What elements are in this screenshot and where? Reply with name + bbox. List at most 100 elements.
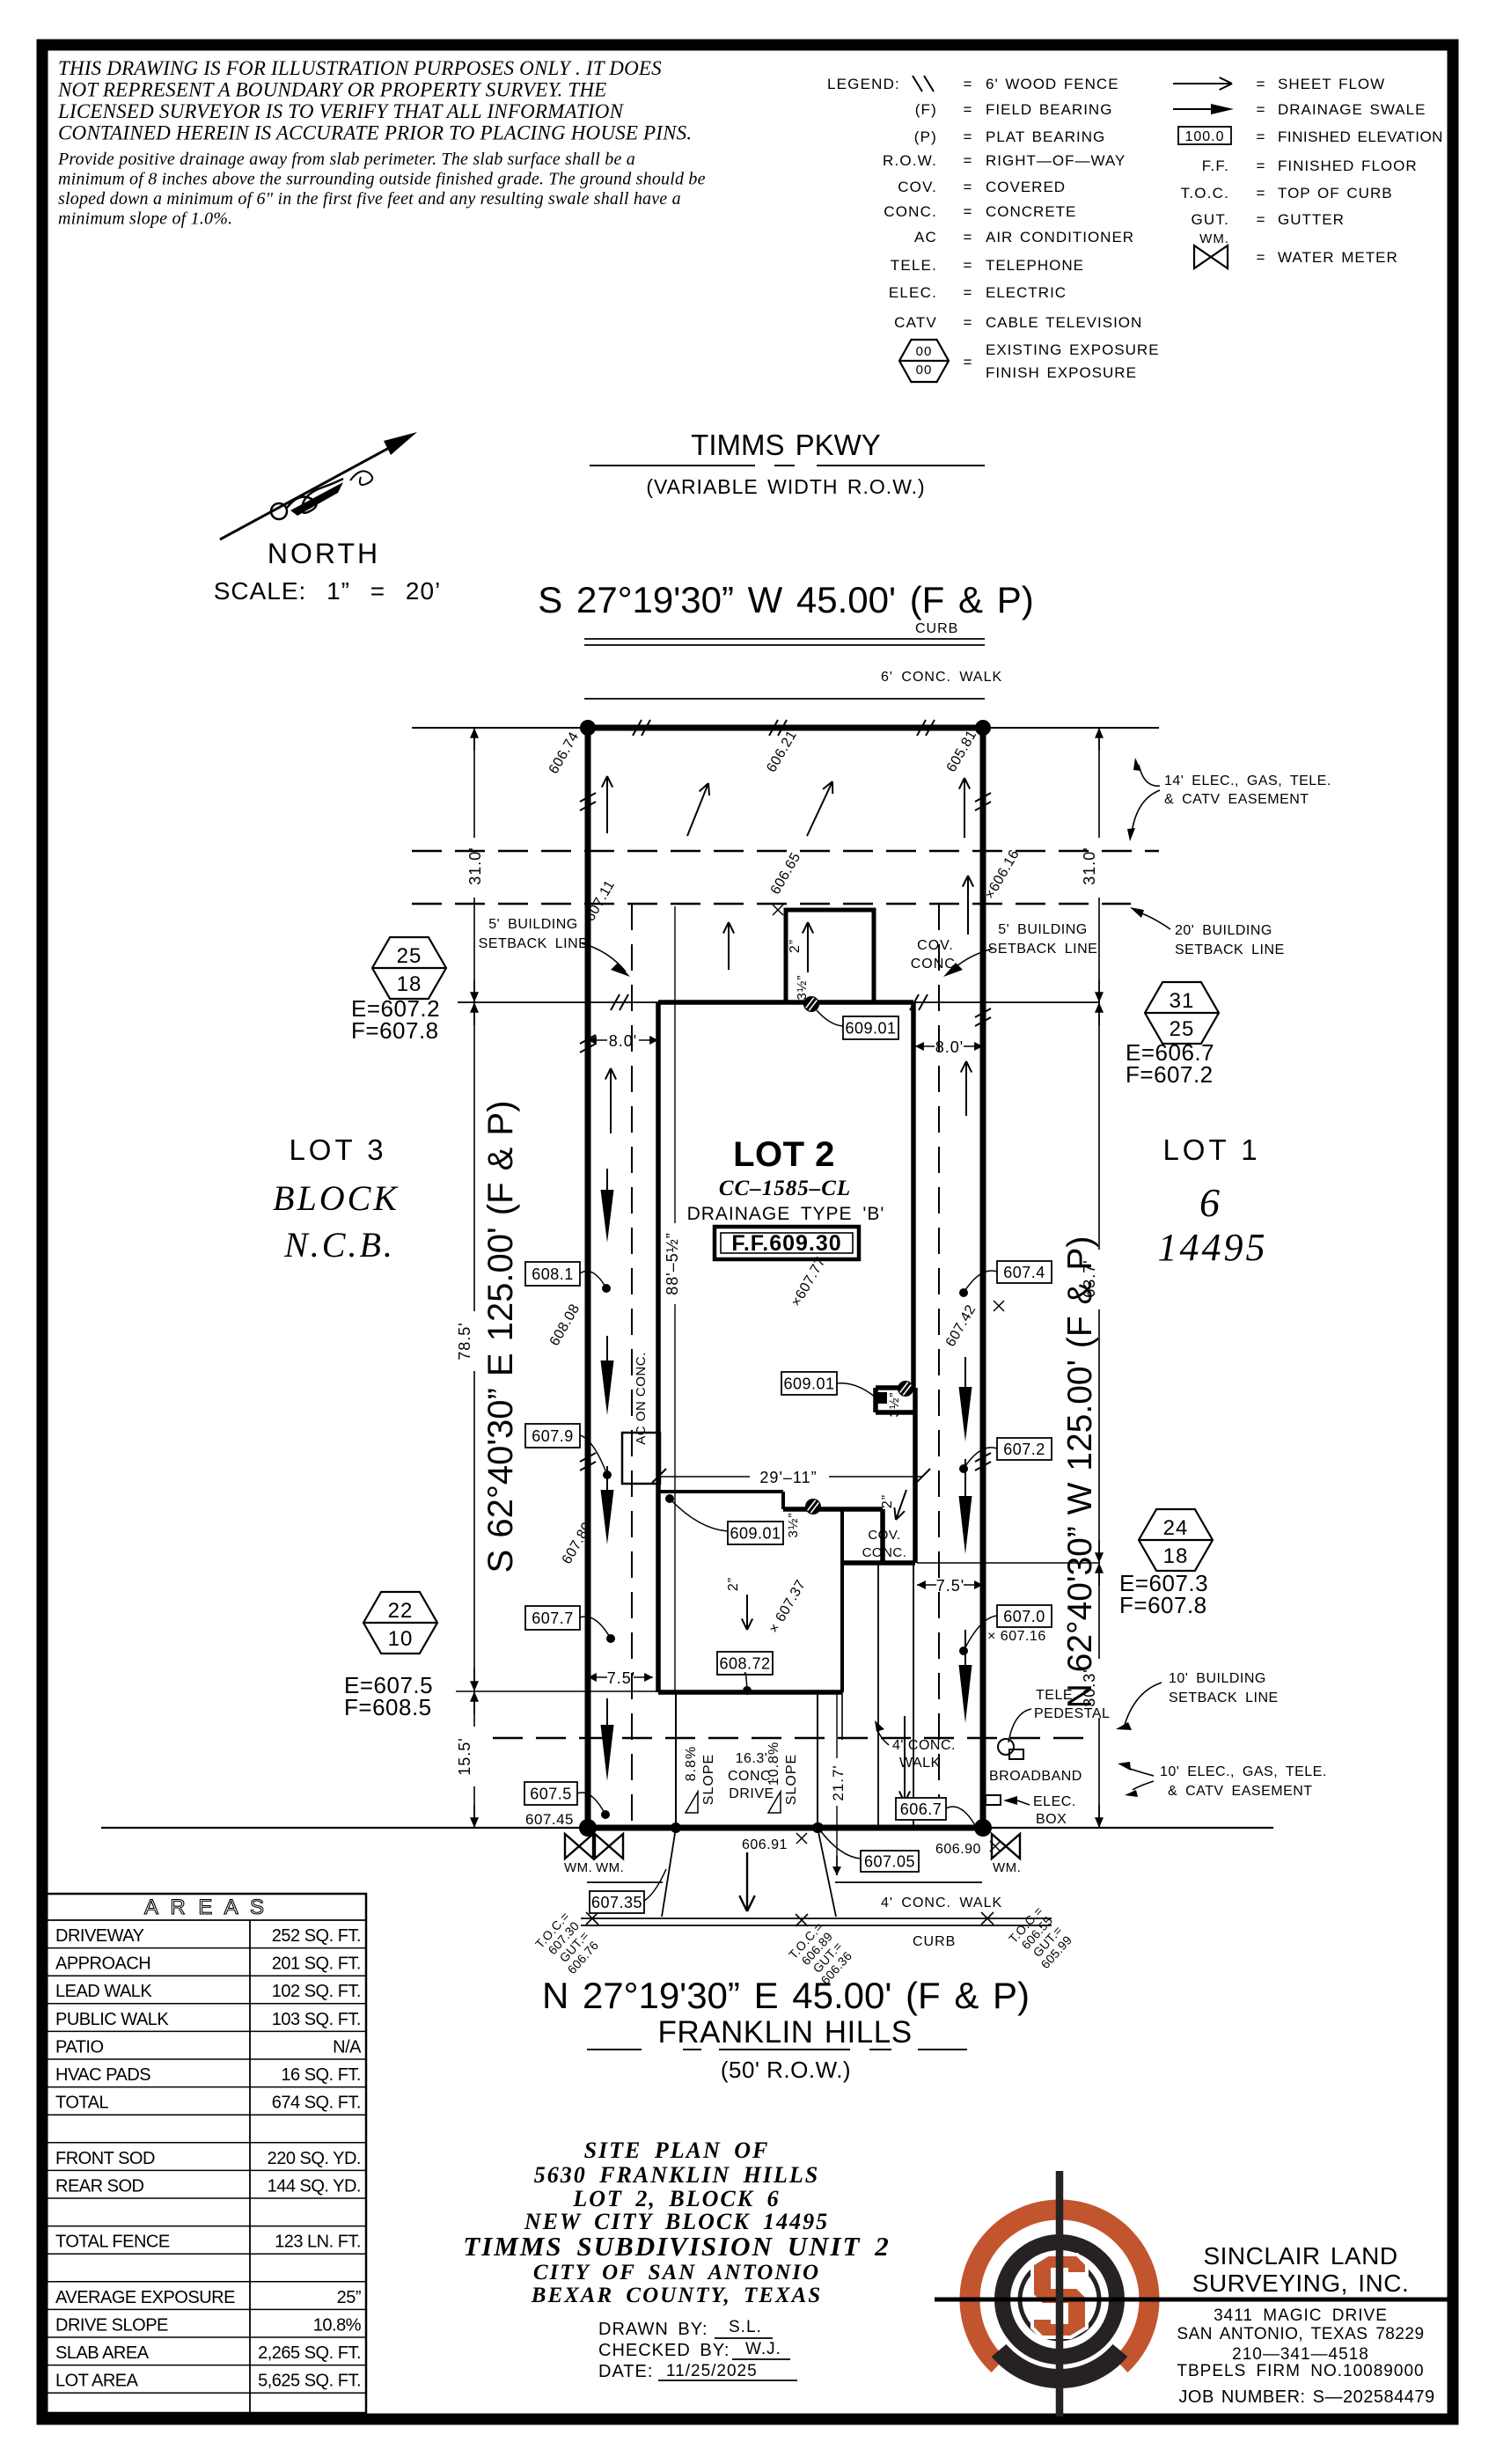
svg-text:=: = — [964, 257, 973, 274]
svg-text:E=606.7: E=606.7 — [1126, 1039, 1214, 1066]
svg-text:6' WOOD FENCE: 6' WOOD FENCE — [986, 76, 1119, 92]
svg-text:TIMMS PKWY: TIMMS PKWY — [691, 429, 881, 461]
svg-text:609.01: 609.01 — [730, 1524, 781, 1542]
svg-text:15.5': 15.5' — [456, 1737, 473, 1775]
svg-text:102 SQ. FT.: 102 SQ. FT. — [272, 1982, 361, 2001]
svg-text:5' BUILDING: 5' BUILDING — [998, 922, 1087, 937]
svg-text:SETBACK LINE: SETBACK LINE — [988, 942, 1098, 957]
svg-text:DRIVEWAY: DRIVEWAY — [55, 1926, 144, 1946]
svg-text:=: = — [1257, 211, 1266, 228]
svg-text:& CATV EASEMENT: & CATV EASEMENT — [1164, 792, 1309, 807]
svg-text:AVERAGE EXPOSURE: AVERAGE EXPOSURE — [55, 2288, 235, 2307]
svg-text:T.O.C.: T.O.C. — [1181, 185, 1229, 202]
svg-text:A R E A S: A R E A S — [144, 1896, 268, 1919]
svg-text:606.91: 606.91 — [742, 1837, 788, 1852]
svg-text:CONC.: CONC. — [728, 1769, 775, 1784]
svg-text:31: 31 — [1170, 989, 1195, 1013]
svg-text:× 607.16: × 607.16 — [987, 1629, 1046, 1644]
svg-text:SAN ANTONIO, TEXAS 78229: SAN ANTONIO, TEXAS 78229 — [1177, 2325, 1424, 2343]
svg-text:LOT AREA: LOT AREA — [55, 2372, 139, 2391]
svg-text:NOT REPRESENT A BOUNDARY OR PR: NOT REPRESENT A BOUNDARY OR PROPERTY SUR… — [57, 79, 606, 101]
svg-text:10' BUILDING: 10' BUILDING — [1169, 1671, 1266, 1686]
svg-text:606.7: 606.7 — [900, 1800, 942, 1818]
svg-text:CURB: CURB — [915, 621, 958, 636]
svg-text:Provide positive drainage away: Provide positive drainage away from slab… — [57, 150, 635, 169]
svg-text:N/A: N/A — [333, 2037, 362, 2057]
svg-text:WM.: WM. — [564, 1860, 592, 1875]
svg-text:SETBACK LINE: SETBACK LINE — [1169, 1690, 1279, 1705]
svg-text:78.5': 78.5' — [456, 1322, 473, 1360]
svg-text:E=607.5: E=607.5 — [344, 1672, 433, 1698]
svg-text:100.0: 100.0 — [1184, 129, 1224, 144]
svg-text:(P): (P) — [914, 128, 937, 145]
svg-text:10.8%: 10.8% — [766, 1742, 781, 1786]
svg-text:LICENSED SURVEYOR IS TO VERIFY: LICENSED SURVEYOR IS TO VERIFY THAT ALL … — [57, 100, 625, 122]
svg-text:F.F.609.30: F.F.609.30 — [731, 1231, 841, 1256]
svg-text:APPROACH: APPROACH — [55, 1954, 150, 1974]
svg-text:=: = — [1257, 185, 1266, 202]
svg-text:BLOCK: BLOCK — [273, 1178, 400, 1218]
svg-text:88'–5½”: 88'–5½” — [664, 1232, 681, 1295]
svg-text:=: = — [1257, 101, 1266, 118]
svg-text:210—341—4518: 210—341—4518 — [1232, 2345, 1369, 2364]
svg-text:LEGEND:: LEGEND: — [827, 76, 900, 92]
svg-text:AC: AC — [914, 229, 937, 246]
svg-text:4' CONC. WALK: 4' CONC. WALK — [881, 1896, 1002, 1910]
svg-text:SLAB AREA: SLAB AREA — [55, 2343, 150, 2363]
svg-text:7.5': 7.5' — [607, 1669, 635, 1687]
svg-text:(F): (F) — [915, 101, 937, 118]
svg-text:=: = — [964, 152, 973, 169]
svg-text:TBPELS FIRM NO.10089000: TBPELS FIRM NO.10089000 — [1177, 2362, 1424, 2380]
svg-text:FIELD BEARING: FIELD BEARING — [986, 101, 1112, 118]
svg-text:DRIVE: DRIVE — [729, 1786, 774, 1801]
svg-text:6: 6 — [1199, 1180, 1221, 1225]
svg-text:& CATV EASEMENT: & CATV EASEMENT — [1168, 1784, 1313, 1799]
svg-text:16 SQ. FT.: 16 SQ. FT. — [281, 2065, 361, 2085]
svg-text:=: = — [964, 101, 973, 118]
svg-text:63.7': 63.7' — [1081, 1259, 1098, 1297]
svg-text:10' ELEC., GAS, TELE.: 10' ELEC., GAS, TELE. — [1160, 1764, 1327, 1779]
svg-text:PATIO: PATIO — [55, 2037, 104, 2057]
svg-text:201 SQ. FT.: 201 SQ. FT. — [272, 1954, 361, 1974]
svg-text:CONCRETE: CONCRETE — [986, 203, 1076, 220]
svg-text:S 27°19'30” W 45.00' (F & P): S 27°19'30” W 45.00' (F & P) — [538, 579, 1033, 620]
svg-text:F=608.5: F=608.5 — [344, 1694, 432, 1720]
svg-text:BROADBAND: BROADBAND — [989, 1769, 1082, 1784]
svg-text:ELECTRIC: ELECTRIC — [986, 284, 1067, 301]
svg-text:REAR SOD: REAR SOD — [55, 2176, 144, 2196]
svg-text:TOTAL FENCE: TOTAL FENCE — [55, 2233, 170, 2252]
svg-text:2,265 SQ. FT.: 2,265 SQ. FT. — [258, 2343, 361, 2363]
svg-text:R.O.W.: R.O.W. — [883, 152, 937, 169]
svg-text:W.J.: W.J. — [745, 2340, 781, 2358]
svg-text:=: = — [964, 229, 973, 246]
svg-text:3411 MAGIC DRIVE: 3411 MAGIC DRIVE — [1214, 2306, 1388, 2325]
svg-text:CONC.: CONC. — [862, 1545, 907, 1560]
svg-text:8.8%: 8.8% — [684, 1746, 699, 1781]
svg-text:JOB NUMBER: S—202584479: JOB NUMBER: S—202584479 — [1178, 2387, 1434, 2407]
svg-text:25: 25 — [397, 944, 422, 968]
svg-text:00: 00 — [916, 363, 933, 378]
svg-text:LOT 2: LOT 2 — [733, 1135, 835, 1174]
svg-text:WALK: WALK — [899, 1756, 941, 1771]
svg-text:PEDESTAL: PEDESTAL — [1034, 1706, 1110, 1721]
svg-text:2”: 2” — [788, 939, 803, 953]
svg-text:31.0': 31.0' — [1081, 847, 1098, 884]
svg-text:E=607.2: E=607.2 — [351, 995, 440, 1022]
svg-text:CONC.: CONC. — [884, 203, 937, 220]
svg-text:GUTTER: GUTTER — [1278, 211, 1345, 228]
svg-text:WATER METER: WATER METER — [1278, 249, 1398, 266]
svg-text:2”: 2” — [726, 1577, 741, 1591]
svg-text:24: 24 — [1163, 1516, 1189, 1540]
svg-text:BEXAR COUNTY, TEXAS: BEXAR COUNTY, TEXAS — [531, 2284, 822, 2307]
svg-text:TOP OF CURB: TOP OF CURB — [1278, 185, 1393, 202]
svg-text:=: = — [964, 128, 973, 145]
svg-text:SLOPE: SLOPE — [701, 1754, 716, 1805]
svg-text:=: = — [964, 203, 973, 220]
svg-text:(VARIABLE WIDTH R.O.W.): (VARIABLE WIDTH R.O.W.) — [646, 475, 925, 498]
svg-text:607.4: 607.4 — [1003, 1264, 1045, 1281]
svg-text:606.90: 606.90 — [935, 1842, 981, 1857]
svg-text:N.C.B.: N.C.B. — [283, 1225, 395, 1265]
svg-text:(50' R.O.W.): (50' R.O.W.) — [721, 2057, 851, 2083]
svg-text:TIMMS SUBDIVISION UNIT 2: TIMMS SUBDIVISION UNIT 2 — [463, 2231, 890, 2262]
svg-text:TELE.: TELE. — [891, 257, 937, 274]
